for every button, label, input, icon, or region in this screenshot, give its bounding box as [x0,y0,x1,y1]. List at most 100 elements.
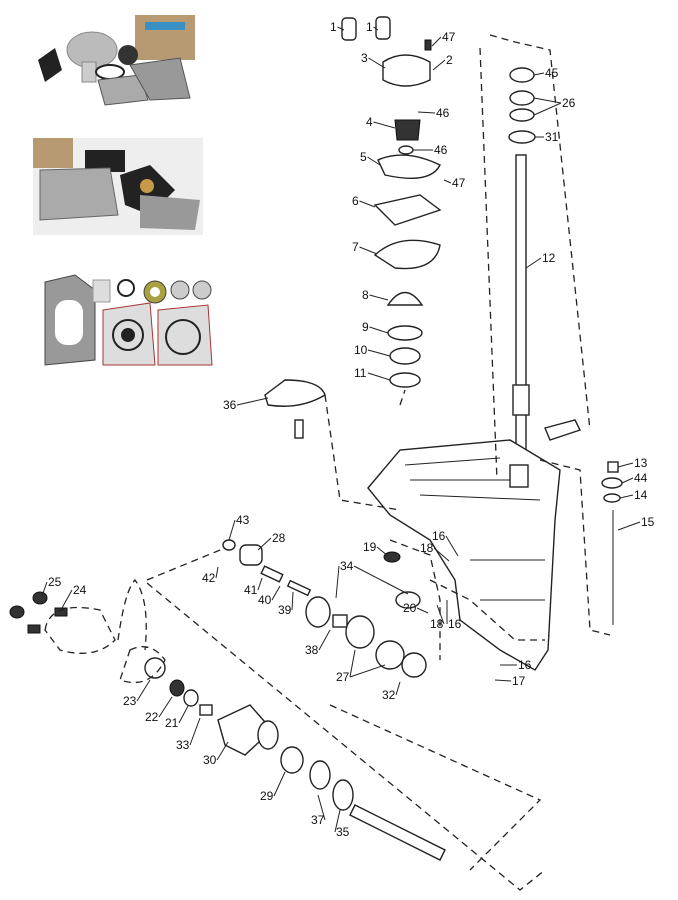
leader-line [257,577,263,591]
part-callout-6: 6 [352,194,359,208]
leader-line [367,156,381,166]
part-callout-12: 12 [542,251,556,265]
leader-line [369,326,389,334]
leader-line [533,102,562,116]
leader-line [617,462,634,468]
leader-line [257,537,272,551]
leader-line [494,679,512,682]
part-callout-14: 14 [634,488,648,502]
leader-line [136,679,151,702]
leader-line [359,246,378,255]
part-callout-16: 16 [518,658,532,672]
part-callout-39: 39 [278,603,292,617]
part-callout-43: 43 [236,513,250,527]
part-callout-20: 20 [403,601,417,615]
dashed-assembly-lines [146,34,611,891]
leader-line [317,794,326,821]
part-callout-25: 25 [48,575,62,589]
leader-line [395,681,401,696]
part-callout-40: 40 [258,593,272,607]
part-callout-47: 47 [452,176,466,190]
part-callout-1: 1 [366,20,373,34]
part-callout-36: 36 [223,398,237,412]
leader-line [369,294,389,301]
water-pump-parts [341,16,536,388]
leader-line [376,546,389,557]
leader-line [318,629,331,651]
leader-line [178,705,189,724]
part-callout-22: 22 [145,710,159,724]
part-callout-35: 35 [336,825,350,839]
leader-line [619,494,634,499]
part-callout-44: 44 [634,471,648,485]
leader-line [431,36,442,47]
part-callout-16: 16 [432,529,446,543]
part-callout-2: 2 [446,53,453,67]
leader-line [215,566,219,579]
part-callout-3: 3 [361,51,368,65]
part-callout-33: 33 [176,738,190,752]
leader-line [417,111,436,114]
leader-line [368,57,386,69]
gasket-seal-kit-photo [44,274,213,366]
part-callout-37: 37 [311,813,325,827]
gearcase-housing [264,379,581,671]
part-callout-27: 27 [336,670,350,684]
part-callout-26: 26 [562,96,576,110]
part-callout-9: 9 [362,320,369,334]
propeller-shaft-parts [9,461,623,861]
part-callout-7: 7 [352,240,359,254]
part-callout-16: 16 [448,617,462,631]
part-callout-23: 23 [123,694,137,708]
leader-line [216,741,229,761]
leader-line [236,397,269,406]
leader-line [228,519,236,541]
leader-line [291,591,294,611]
leader-line [617,521,641,531]
leader-line [373,121,396,129]
part-callout-45: 45 [545,66,559,80]
part-callout-11: 11 [354,366,367,380]
part-callout-41: 41 [244,583,258,597]
leader-line [334,809,341,833]
leader-line [359,200,376,208]
leader-line [533,97,562,104]
leader-line [41,581,48,597]
leader-line [337,26,345,31]
leader-line [525,257,542,269]
part-callout-19: 19 [363,540,377,554]
leader-line [373,26,379,31]
leader-line [367,372,391,381]
leader-line [349,649,356,678]
part-callout-10: 10 [354,343,368,357]
part-callout-32: 32 [382,688,396,702]
leader-line [349,664,386,678]
leader-line [61,589,73,609]
part-callout-18: 18 [420,541,434,555]
leader-line [445,535,459,557]
propeller-outline [44,579,166,684]
leader-line [533,72,545,76]
leader-line [432,59,446,71]
part-callout-17: 17 [512,674,526,688]
water-pump-kit-photo [38,15,195,106]
part-callout-29: 29 [260,789,274,803]
leader-line [436,604,445,625]
part-callout-4: 4 [366,115,373,129]
part-callout-34: 34 [340,559,354,573]
leader-line [273,771,286,797]
leader-line [189,717,201,746]
leader-line [271,585,281,601]
part-callout-15: 15 [641,515,655,529]
leader-line [353,565,409,595]
leader-line [433,547,450,562]
part-callout-47: 47 [442,30,456,44]
part-callout-13: 13 [634,456,648,470]
part-callout-38: 38 [305,643,319,657]
leader-line [443,179,452,184]
leader-line [416,607,429,614]
leader-line [621,477,634,484]
part-callout-24: 24 [73,583,87,597]
part-callout-21: 21 [165,716,179,730]
